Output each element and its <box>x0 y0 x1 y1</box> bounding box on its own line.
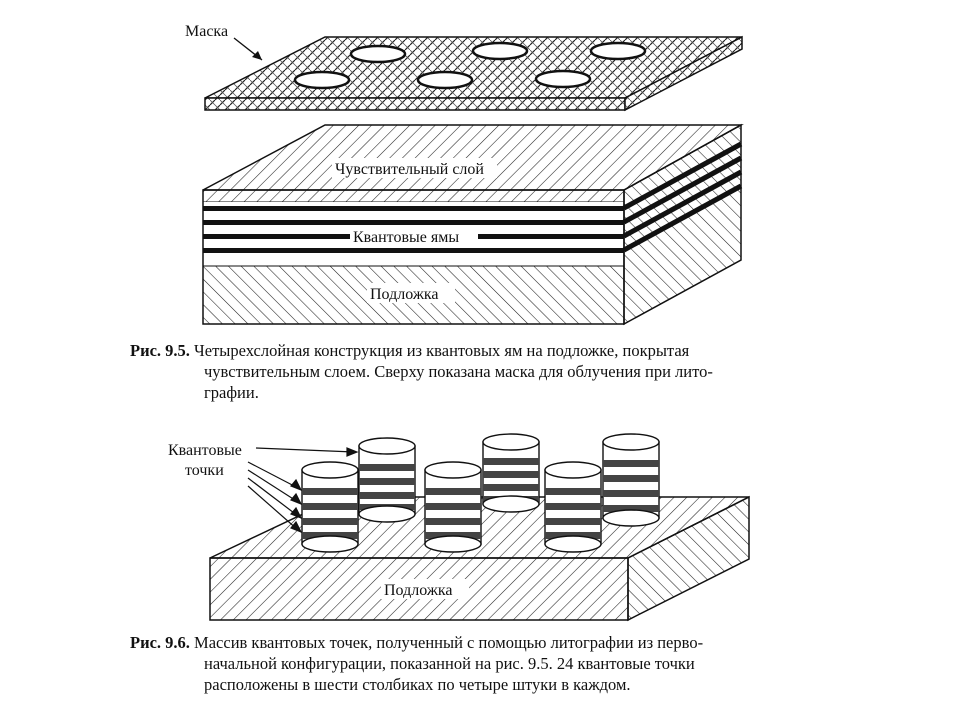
quantum-dots-arrows <box>247 447 359 534</box>
caption-9-5-number: Рис. 9.5. <box>130 341 190 360</box>
quantum-well-side <box>622 141 743 253</box>
layered-block <box>202 123 744 326</box>
quantum-dot-pillar <box>424 461 482 553</box>
figure-9-5-diagram: Маска Чувствительный слой Квантовые ямы … <box>185 23 744 326</box>
caption-9-6-number: Рис. 9.6. <box>130 633 190 652</box>
caption-9-5-line1: Четырехслойная конструкция из квантовых … <box>194 341 690 360</box>
mask-label: Маска <box>185 23 228 40</box>
figure-9-6-diagram: Подложка <box>168 433 750 622</box>
caption-9-5-line2: чувствительным слоем. Сверху показана ма… <box>204 362 713 381</box>
quantum-dot-pillar <box>358 437 416 523</box>
quantum-dot-pillar <box>544 461 602 553</box>
quantum-dot-pillars <box>301 433 660 553</box>
quantum-dot-pillar <box>301 461 359 553</box>
quantum-dot-pillar <box>482 433 540 513</box>
quantum-dot-pillar <box>602 433 660 527</box>
caption-9-6: Рис. 9.6. Массив квантовых точек, получе… <box>130 632 830 695</box>
mask-plate <box>204 35 743 112</box>
substrate-label-9-6: Подложка <box>384 582 453 599</box>
sensitive-layer-label: Чувствительный слой <box>335 161 484 178</box>
caption-9-5-line3: графии. <box>204 383 259 402</box>
quantum-dots-label-line2: точки <box>185 462 224 479</box>
caption-9-5: Рис. 9.5. Четырехслойная конструкция из … <box>130 340 830 403</box>
caption-9-6-line3: расположены в шести столбиках по четыре … <box>204 675 631 694</box>
caption-9-6-line2: начальной конфигурации, показанной на ри… <box>204 654 695 673</box>
quantum-wells-label: Квантовые ямы <box>353 229 459 246</box>
mask-holes <box>293 41 647 90</box>
quantum-dots-label-line1: Квантовые <box>168 442 242 459</box>
caption-9-6-line1: Массив квантовых точек, полученный с пом… <box>194 633 704 652</box>
substrate-label-9-5: Подложка <box>370 286 439 303</box>
